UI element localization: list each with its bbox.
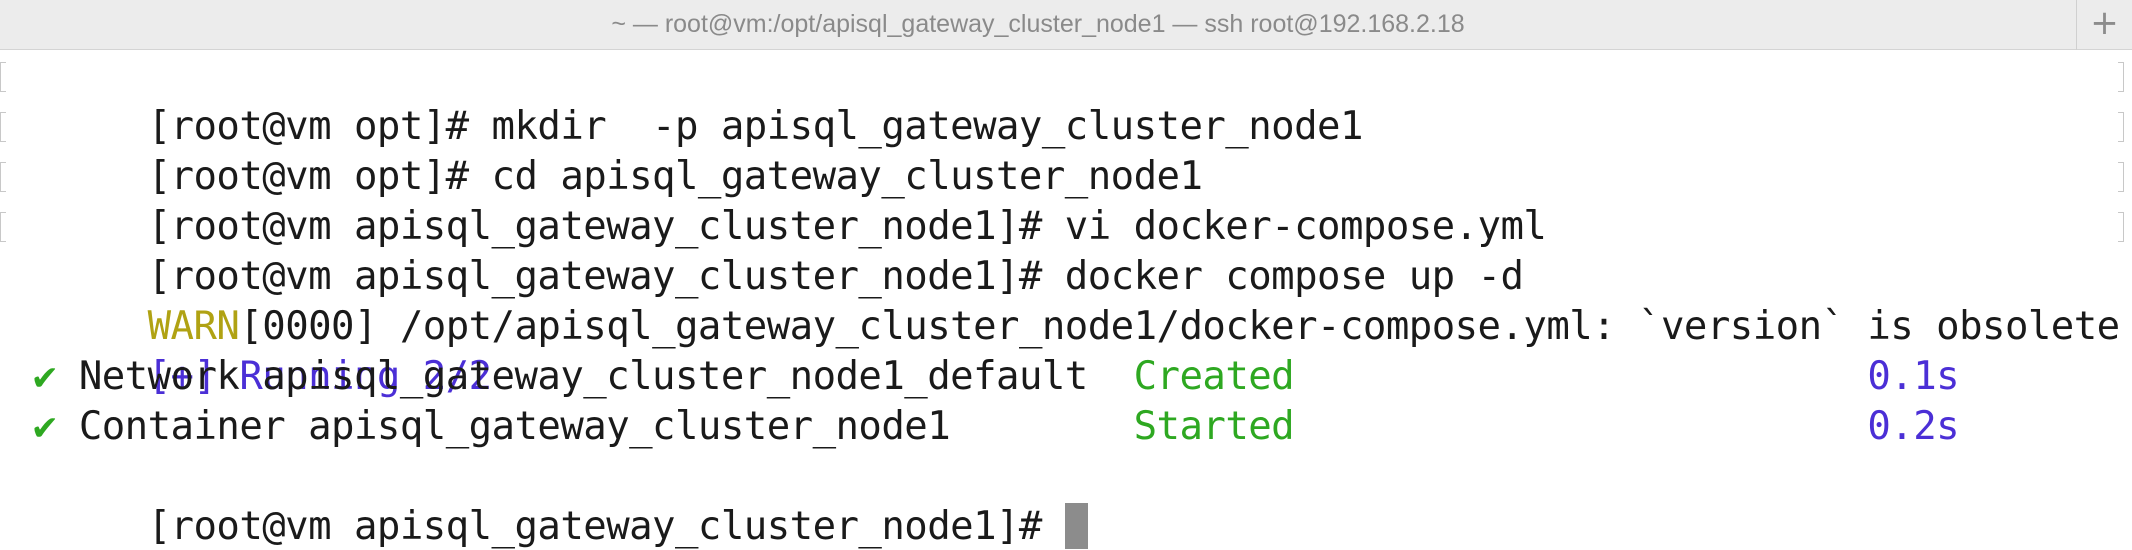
window-title: ~ — root@vm:/opt/apisql_gateway_cluster_… [611, 10, 1465, 38]
resource-line: ✔ Network apisql_gateway_cluster_node1_d… [0, 352, 2132, 402]
check-icon: ✔ [32, 354, 56, 399]
shell-prompt: [root@vm apisql_gateway_cluster_node1]# [147, 204, 1065, 249]
line-mark-icon [2118, 62, 2124, 92]
shell-command: cd apisql_gateway_cluster_node1 [491, 154, 1203, 199]
running-line: [+] Running 2/2 [0, 302, 2132, 399]
new-tab-icon[interactable]: + [2076, 0, 2132, 50]
title-bar: ~ — root@vm:/opt/apisql_gateway_cluster_… [0, 0, 2132, 50]
shell-prompt: [root@vm apisql_gateway_cluster_node1]# [147, 504, 1065, 549]
line-mark-icon [2118, 162, 2124, 192]
terminal-output[interactable]: [root@vm opt]# mkdir -p apisql_gateway_c… [0, 52, 2132, 549]
terminal-line: [root@vm opt]# cd apisql_gateway_cluster… [0, 102, 2132, 199]
resource-time: 0.2s [1867, 404, 1960, 449]
line-mark-icon [0, 162, 6, 192]
warn-message: [0000] /opt/apisql_gateway_cluster_node1… [239, 304, 2120, 349]
resource-name: Container apisql_gateway_cluster_node1 [78, 404, 1134, 449]
line-mark-icon [2118, 112, 2124, 142]
warn-level: WARN [147, 304, 240, 349]
running-status: [+] Running 2/2 [147, 354, 493, 399]
line-mark-icon [2118, 212, 2124, 242]
resource-status: Created [1133, 354, 1295, 399]
terminal-line: [root@vm apisql_gateway_cluster_node1]# … [0, 202, 2132, 299]
resource-time: 0.1s [1867, 354, 1960, 399]
line-mark-icon [0, 112, 6, 142]
line-mark-icon [0, 62, 6, 92]
resource-name: Network apisql_gateway_cluster_node1_def… [78, 354, 1134, 399]
resource-line: ✔ Container apisql_gateway_cluster_node1… [0, 402, 2132, 452]
shell-command: docker compose up -d [1064, 254, 1524, 299]
terminal-line: [root@vm apisql_gateway_cluster_node1]# … [0, 152, 2132, 249]
terminal-line: [root@vm apisql_gateway_cluster_node1]# [0, 452, 2132, 549]
cursor-icon [1064, 502, 1088, 549]
resource-status: Started [1133, 404, 1295, 449]
shell-prompt: [root@vm apisql_gateway_cluster_node1]# [147, 254, 1065, 299]
check-icon: ✔ [32, 404, 56, 449]
warning-line: WARN[0000] /opt/apisql_gateway_cluster_n… [0, 252, 2132, 349]
shell-command: vi docker-compose.yml [1064, 204, 1547, 249]
line-mark-icon [0, 212, 6, 242]
terminal-line: [root@vm opt]# mkdir -p apisql_gateway_c… [0, 52, 2132, 149]
shell-command: mkdir -p apisql_gateway_cluster_node1 [491, 104, 1364, 149]
shell-prompt: [root@vm opt]# [147, 104, 492, 149]
shell-prompt: [root@vm opt]# [147, 154, 492, 199]
